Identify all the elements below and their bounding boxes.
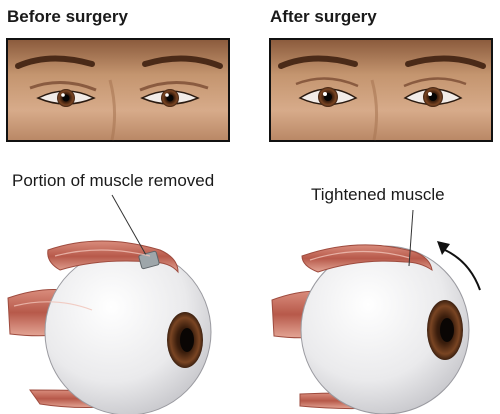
before-right-eye [140, 89, 200, 107]
before-left-eye [36, 89, 96, 107]
rotation-arrowhead [437, 241, 450, 255]
removed-muscle-piece [138, 250, 160, 270]
tightened-pointer-line [408, 209, 414, 267]
portion-removed-label: Portion of muscle removed [12, 171, 215, 190]
tightened-muscle-label: Tightened muscle [311, 185, 445, 204]
removed-pointer-line [111, 194, 147, 256]
rotation-arrow [444, 249, 481, 291]
tightened-muscle [301, 244, 433, 273]
after-right-eye [403, 87, 463, 107]
after-left-eye [298, 87, 358, 107]
after-eyeball-diagram [271, 209, 481, 414]
after-eyes-photo [269, 38, 493, 142]
before-surgery-heading: Before surgery [7, 7, 128, 26]
before-eyes-photo [6, 38, 230, 142]
after-surgery-heading: After surgery [270, 7, 377, 26]
superior-muscle [47, 240, 179, 274]
before-eyeball-diagram [7, 194, 212, 414]
